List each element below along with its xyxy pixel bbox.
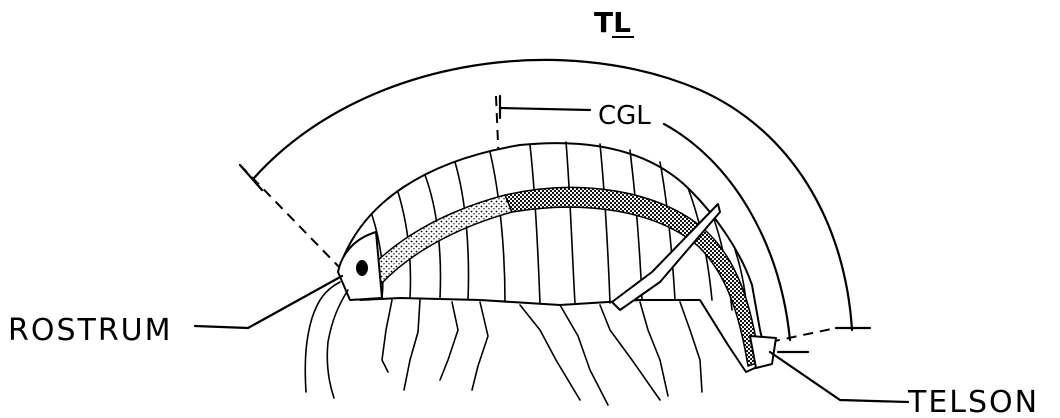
legs: [382, 300, 702, 405]
cgl-label: CGL: [598, 101, 651, 131]
antenna-1: [305, 282, 340, 392]
rostrum-leader: [195, 276, 342, 328]
rostrum-label: ROSTRUM: [8, 313, 173, 348]
telson-leader: [770, 352, 908, 402]
tl-label: TL: [594, 6, 631, 39]
telson-extension-dash: [770, 328, 836, 342]
telson-label: TELSON: [907, 385, 1039, 418]
rostrum-extension-dash: [240, 165, 340, 268]
antenna-2: [327, 290, 348, 398]
cgl-line-left: [500, 108, 590, 110]
eye: [356, 260, 368, 276]
